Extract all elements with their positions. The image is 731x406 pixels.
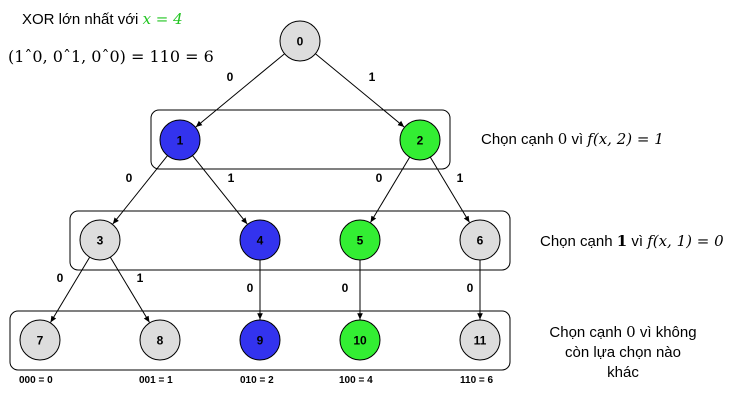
node-7: 7	[19, 319, 61, 361]
leaf-binary-3: 100 = 4	[339, 375, 373, 386]
edge-label-3-8: 1	[137, 271, 144, 285]
edge-2-5	[370, 156, 411, 223]
node-label-9: 9	[257, 334, 264, 348]
edge-label-0-2: 1	[369, 70, 376, 84]
node-4: 4	[239, 219, 281, 261]
edge-0-2	[315, 53, 405, 128]
node-label-10: 10	[353, 334, 367, 348]
node-0: 0	[279, 20, 321, 62]
node-circle-8	[139, 319, 181, 361]
node-circle-2	[399, 119, 441, 161]
node-8: 8	[139, 319, 181, 361]
level-2-box	[69, 210, 511, 271]
edge-label-5-10: 0	[342, 281, 349, 295]
note-2-bit: 1	[616, 232, 628, 250]
node-10: 10	[339, 319, 381, 361]
node-label-3: 3	[97, 234, 104, 248]
edge-3-7	[50, 256, 91, 323]
edge-1-3	[112, 155, 168, 225]
node-circle-0	[279, 20, 321, 62]
node-circle-9	[239, 319, 281, 361]
note-3-bit: 0	[626, 323, 636, 341]
title-text: XOR lớn nhất với	[22, 11, 139, 28]
note-1-text: Chọn cạnh	[481, 131, 554, 148]
note-level-1: Chọn cạnh 0 vì f(x, 2) = 1	[481, 130, 664, 148]
note-3-rest: vì không còn lựa chọn nào khác	[565, 324, 697, 381]
note-1-mid: vì	[571, 131, 584, 148]
edge-3-8	[109, 256, 150, 323]
note-3-text: Chọn cạnh	[549, 324, 622, 341]
node-label-6: 6	[477, 234, 484, 248]
note-level-3: Chọn cạnh 0 vì không còn lựa chọn nào kh…	[548, 322, 698, 383]
node-label-4: 4	[257, 234, 264, 248]
note-1-math: f(x, 2) = 1	[587, 130, 664, 148]
note-level-2: Chọn cạnh 1 vì f(x, 1) = 0	[540, 232, 724, 250]
node-9: 9	[239, 319, 281, 361]
node-1: 1	[159, 119, 201, 161]
leaf-binary-2: 010 = 2	[240, 375, 274, 386]
node-circle-1	[159, 119, 201, 161]
node-circle-4	[239, 219, 281, 261]
node-circle-7	[19, 319, 61, 361]
edge-label-6-11: 0	[467, 281, 474, 295]
node-label-0: 0	[297, 35, 304, 49]
edge-0-1	[195, 53, 285, 128]
edge-2-6	[429, 156, 470, 223]
node-label-11: 11	[474, 334, 487, 348]
note-2-math: f(x, 1) = 0	[647, 232, 724, 250]
edge-label-1-3: 0	[126, 171, 133, 185]
node-label-8: 8	[157, 334, 164, 348]
node-circle-10	[339, 319, 381, 361]
diagram-title: XOR lớn nhất với x = 4	[22, 10, 183, 28]
note-2-text: Chọn cạnh	[540, 233, 613, 250]
note-2-mid: vì	[631, 233, 644, 250]
node-3: 3	[79, 219, 121, 261]
edge-label-0-1: 0	[227, 70, 234, 84]
edge-1-4	[192, 155, 248, 225]
node-circle-6	[459, 219, 501, 261]
node-label-2: 2	[417, 134, 424, 148]
title-math: x = 4	[142, 10, 183, 28]
edge-label-2-5: 0	[376, 171, 383, 185]
node-label-1: 1	[177, 134, 184, 148]
edge-label-2-6: 1	[457, 171, 464, 185]
node-11: 11	[459, 319, 501, 361]
note-1-bit: 0	[557, 130, 568, 148]
node-circle-11	[459, 319, 501, 361]
edges-layer: 0 1 0 1 0 1 0 1 0 0 0	[50, 53, 483, 323]
node-label-5: 5	[357, 234, 364, 248]
leaf-binary-0: 000 = 0	[19, 375, 53, 386]
node-label-7: 7	[37, 334, 44, 348]
node-2: 2	[399, 119, 441, 161]
node-circle-3	[79, 219, 121, 261]
node-circle-5	[339, 219, 381, 261]
node-6: 6	[459, 219, 501, 261]
edge-label-1-4: 1	[228, 171, 235, 185]
leaf-binary-4: 110 = 6	[460, 375, 494, 386]
level-1-box	[150, 109, 451, 170]
node-5: 5	[339, 219, 381, 261]
xor-formula: (1ˆ0, 0ˆ1, 0ˆ0) = 110 = 6	[8, 47, 214, 66]
edge-label-4-9: 0	[247, 281, 254, 295]
edge-label-3-7: 0	[57, 271, 64, 285]
leaf-binary-1: 001 = 1	[139, 375, 173, 386]
